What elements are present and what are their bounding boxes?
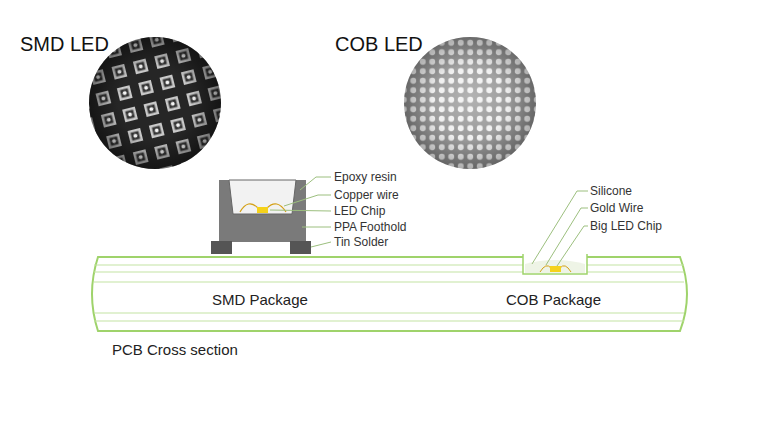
- smd-photo: [89, 37, 221, 169]
- part-label: PPA Foothold: [334, 220, 407, 234]
- smd-package: [211, 180, 311, 254]
- solder-foot: [211, 241, 232, 254]
- epoxy-cup: [229, 180, 296, 214]
- solder-foot: [290, 241, 311, 254]
- leader-lines: [270, 177, 588, 266]
- photo-shade: [404, 37, 536, 169]
- part-label: Copper wire: [334, 188, 399, 202]
- photo-shade: [89, 37, 221, 169]
- pcb-layer: [94, 265, 684, 266]
- part-label: Silicone: [590, 184, 632, 198]
- pcb-layer: [94, 272, 684, 273]
- photo-shine: [404, 37, 536, 169]
- part-label: Tin Solder: [334, 235, 388, 249]
- cob-photo: [404, 37, 536, 169]
- node-text: SMD Package: [212, 291, 308, 309]
- part-label: LED Chip: [334, 204, 385, 218]
- pcb-layer: [94, 321, 684, 322]
- panel-title: COB LED: [335, 32, 423, 56]
- part-label: Epoxy resin: [334, 170, 397, 184]
- node-text: COB Package: [506, 291, 601, 309]
- panel-title: SMD LED: [20, 32, 109, 56]
- pcb-layer: [94, 313, 684, 314]
- pcb-outline: [92, 257, 687, 331]
- pcb-cross-section: SMD PackageCOB PackagePCB Cross section: [88, 255, 692, 333]
- pcb-layer: [94, 282, 684, 283]
- part-label: Big LED Chip: [590, 219, 662, 233]
- node-text: PCB Cross section: [112, 341, 238, 359]
- ppa-body: [219, 180, 306, 242]
- pcb-band: [88, 255, 692, 333]
- copper-wire: [240, 204, 286, 212]
- led-chip: [257, 207, 268, 213]
- part-label: Gold Wire: [590, 201, 643, 215]
